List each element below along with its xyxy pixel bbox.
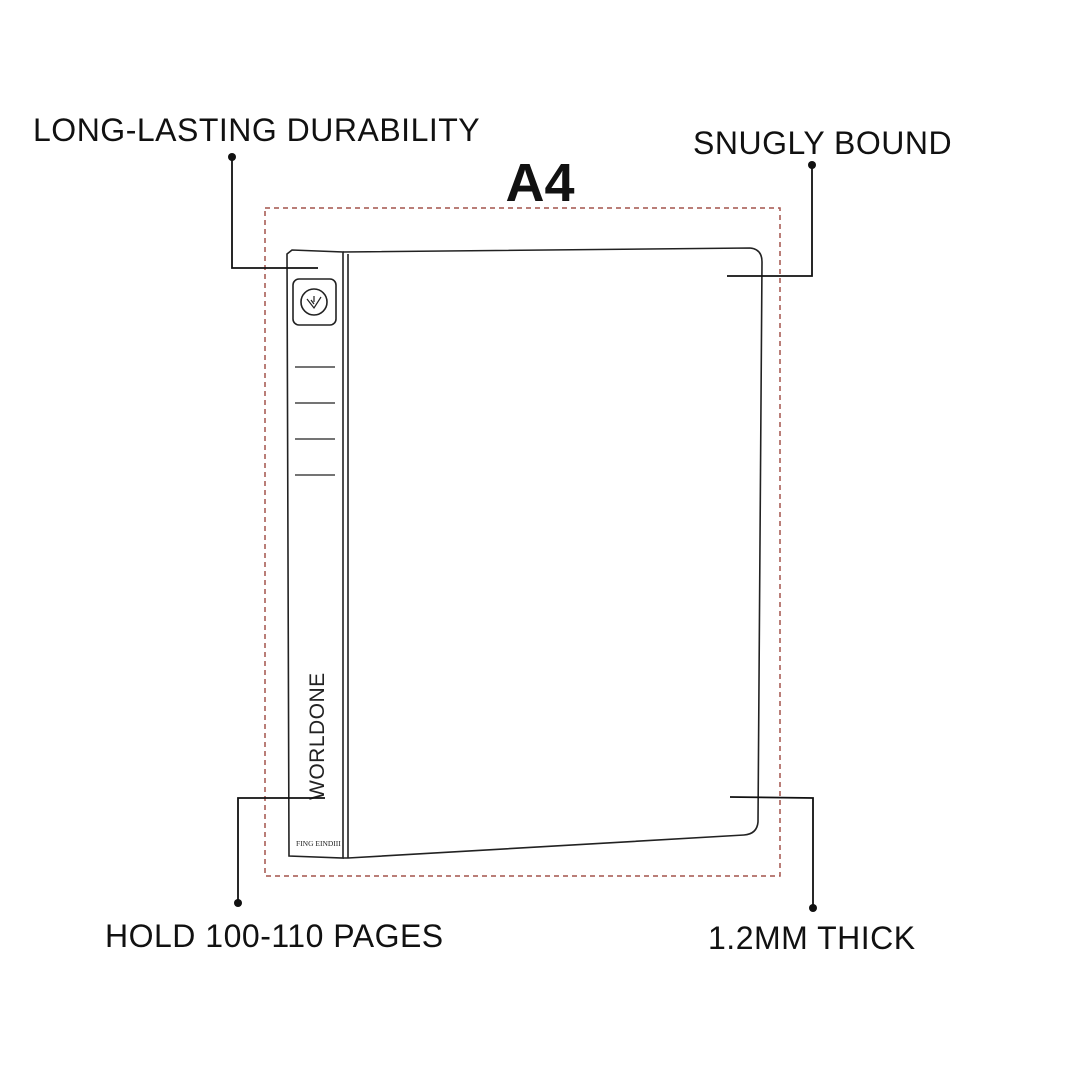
callout-page-capacity: HOLD 100-110 PAGES	[105, 918, 444, 954]
binder-spine	[286, 249, 344, 859]
a4-size-outline	[264, 207, 781, 877]
callout-thickness: 1.2MM THICK	[708, 920, 916, 956]
binder	[286, 247, 763, 859]
binder-cover	[342, 247, 763, 859]
logo-icon	[300, 288, 328, 316]
size-title: A4	[505, 153, 575, 213]
brand-text: WORLDONE	[306, 672, 329, 800]
logo-badge	[292, 278, 337, 326]
spine-small-text: FING EINDIII	[296, 839, 341, 848]
leader-lines	[231, 157, 814, 908]
leader-dots	[228, 153, 817, 912]
callout-snugly-bound: SNUGLY BOUND	[693, 125, 953, 161]
callout-durability: LONG-LASTING DURABILITY	[33, 112, 481, 148]
